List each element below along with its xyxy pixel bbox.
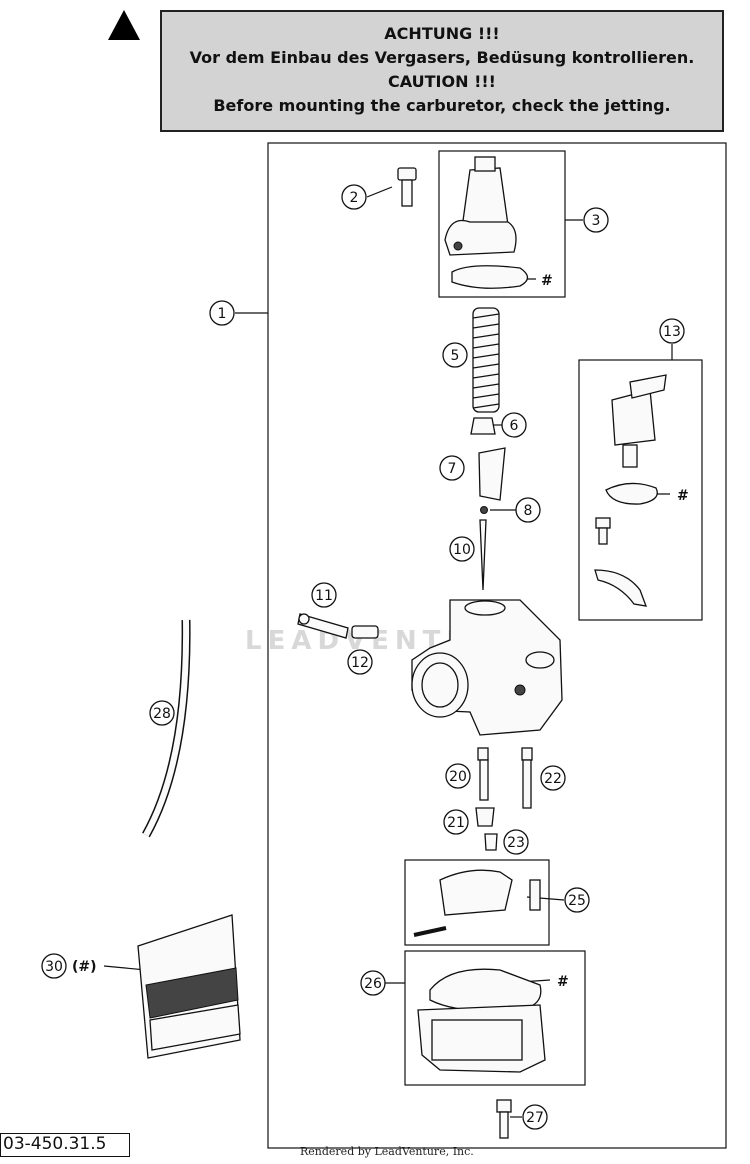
carburetor-assembly-frame <box>267 142 727 1149</box>
part-12-screw-spring <box>351 625 379 639</box>
callout-6: 6 <box>501 412 527 438</box>
svg-text:2: 2 <box>350 190 359 206</box>
box-part-13 <box>578 359 703 621</box>
svg-text:21: 21 <box>447 815 465 831</box>
svg-text:8: 8 <box>524 503 533 519</box>
part-13-choke-assembly <box>594 374 667 607</box>
svg-text:20: 20 <box>449 769 467 785</box>
callout-7: 7 <box>439 455 465 481</box>
callout-3: 3 <box>583 207 609 233</box>
part-6-needle-holder <box>470 417 496 435</box>
footer-credit: Rendered by LeadVenture, Inc. <box>300 1145 474 1158</box>
hash-mark-13: # <box>677 488 689 504</box>
callout-30: 30 <box>41 953 67 979</box>
callout-13: 13 <box>659 318 685 344</box>
caution-line-en-title: CAUTION !!! <box>388 72 496 91</box>
part-28-fuel-hose <box>143 619 190 837</box>
part-8-needle-clip <box>480 506 488 514</box>
caution-line-de-title: ACHTUNG !!! <box>384 24 500 43</box>
callout-22: 22 <box>540 765 566 791</box>
warning-triangle-icon <box>108 10 140 40</box>
hash-mark-30: (#) <box>72 959 97 975</box>
caution-banner: ACHTUNG !!! Vor dem Einbau des Vergasers… <box>160 10 724 132</box>
hash-mark-26: # <box>557 974 569 990</box>
svg-text:11: 11 <box>315 588 333 604</box>
svg-text:25: 25 <box>568 893 586 909</box>
svg-text:6: 6 <box>510 418 519 434</box>
part-20-emulsion-tube <box>477 747 489 801</box>
callout-10: 10 <box>449 536 475 562</box>
callout-8: 8 <box>515 497 541 523</box>
svg-text:26: 26 <box>364 976 382 992</box>
part-26-float-bowl <box>417 968 546 1073</box>
part-5-spring <box>472 307 500 413</box>
hash-mark-3: # <box>541 273 553 289</box>
caution-line-en-text: Before mounting the carburetor, check th… <box>213 96 671 115</box>
callout-27: 27 <box>522 1104 548 1130</box>
svg-text:12: 12 <box>351 655 369 671</box>
box-part-25 <box>404 859 550 946</box>
callout-5: 5 <box>442 342 468 368</box>
svg-text:23: 23 <box>507 835 525 851</box>
svg-text:22: 22 <box>544 771 562 787</box>
callout-12: 12 <box>347 649 373 675</box>
part-30-jet-kit-package <box>137 914 241 1059</box>
part-11-idle-air-screw <box>297 613 349 639</box>
part-2-screw <box>397 167 417 207</box>
svg-text:27: 27 <box>526 1110 544 1126</box>
callout-26: 26 <box>360 970 386 996</box>
carburetor-body <box>411 599 563 736</box>
callout-25: 25 <box>564 887 590 913</box>
svg-text:3: 3 <box>592 213 601 229</box>
box-part-26 <box>404 950 586 1086</box>
svg-text:7: 7 <box>448 461 457 477</box>
callout-2: 2 <box>341 184 367 210</box>
svg-text:30: 30 <box>45 959 63 975</box>
callout-21: 21 <box>443 809 469 835</box>
svg-text:28: 28 <box>153 706 171 722</box>
part-25-float <box>413 869 541 937</box>
box-part-3 <box>438 150 566 298</box>
svg-text:10: 10 <box>453 542 471 558</box>
callout-20: 20 <box>445 763 471 789</box>
callout-1: 1 <box>209 300 235 326</box>
part-21-main-jet <box>475 807 495 827</box>
callout-23: 23 <box>503 829 529 855</box>
svg-text:1: 1 <box>218 306 227 322</box>
part-7-throttle-slide <box>478 447 506 501</box>
svg-text:5: 5 <box>451 348 460 364</box>
part-10-jet-needle <box>479 519 487 591</box>
callout-28: 28 <box>149 700 175 726</box>
part-3-carburetor-cap <box>444 156 529 289</box>
caution-line-de-text: Vor dem Einbau des Vergasers, Bedüsung k… <box>189 48 695 67</box>
part-23-idle-jet <box>484 833 498 851</box>
part-27-drain-screw <box>496 1099 512 1139</box>
part-22-starter-jet <box>521 747 533 809</box>
callout-11: 11 <box>311 582 337 608</box>
svg-text:13: 13 <box>663 324 681 340</box>
document-number: 03-450.31.5 <box>0 1133 130 1157</box>
